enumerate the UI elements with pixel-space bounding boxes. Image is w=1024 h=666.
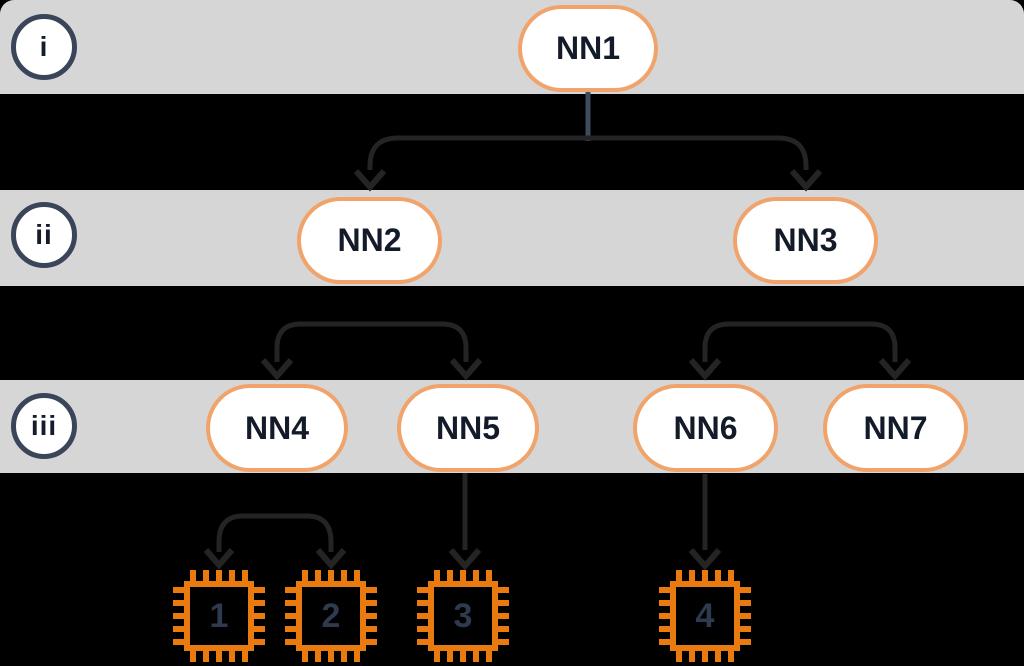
row-label-iii-text: iii [30,410,58,441]
node-nn2-label: NN2 [337,222,402,258]
arrowhead-chip2 [315,548,347,570]
edge-nn3-bracket [702,321,898,362]
node-nn6: NN6 [633,384,778,472]
chip-1: 1 [173,570,265,662]
arrowhead-nn5 [449,358,483,381]
chip-1-label: 1 [209,596,229,635]
arrowhead-nn4 [260,358,294,381]
row-label-i: i [11,14,77,80]
chip-3-label: 3 [453,596,473,635]
chip-icon [285,570,377,662]
node-nn1-label: NN1 [555,30,620,66]
level-band-i [0,0,1024,94]
chip-2: 2 [285,570,377,662]
node-nn2: NN2 [297,197,442,284]
row-label-i-text: i [39,31,49,62]
chip-icon [173,570,265,662]
node-nn7: NN7 [823,384,968,472]
node-nn4-label: NN4 [244,409,309,446]
node-nn7-label: NN7 [863,409,928,446]
chip-3: 3 [417,570,509,662]
edge-nn1-branch [367,135,809,170]
node-nn3: NN3 [733,197,878,284]
chip-2-label: 2 [321,596,341,635]
row-label-ii-text: ii [35,219,53,250]
chip-4: 4 [659,570,751,662]
row-label-iii: iii [11,393,77,459]
arrowhead-nn2 [353,169,387,192]
node-nn5-label: NN5 [435,409,500,446]
row-label-ii: ii [11,202,77,268]
node-nn6-label: NN6 [673,409,738,446]
arrowhead-nn3 [789,169,823,192]
node-nn5: NN5 [397,384,539,472]
arrowhead-nn7 [878,358,912,381]
node-nn1: NN1 [518,5,658,92]
chip-4-label: 4 [695,596,715,635]
chip-icon [659,570,751,662]
node-nn3-label: NN3 [773,222,838,258]
chip-icon [417,570,509,662]
edge-nn4-bracket [216,513,334,552]
edge-nn2-bracket [274,321,469,362]
node-nn4: NN4 [206,384,348,472]
arrowhead-chip1 [203,548,235,570]
arrowhead-nn6 [688,358,722,381]
arrowhead-chip4 [688,548,722,571]
arrowhead-chip3 [448,548,482,571]
